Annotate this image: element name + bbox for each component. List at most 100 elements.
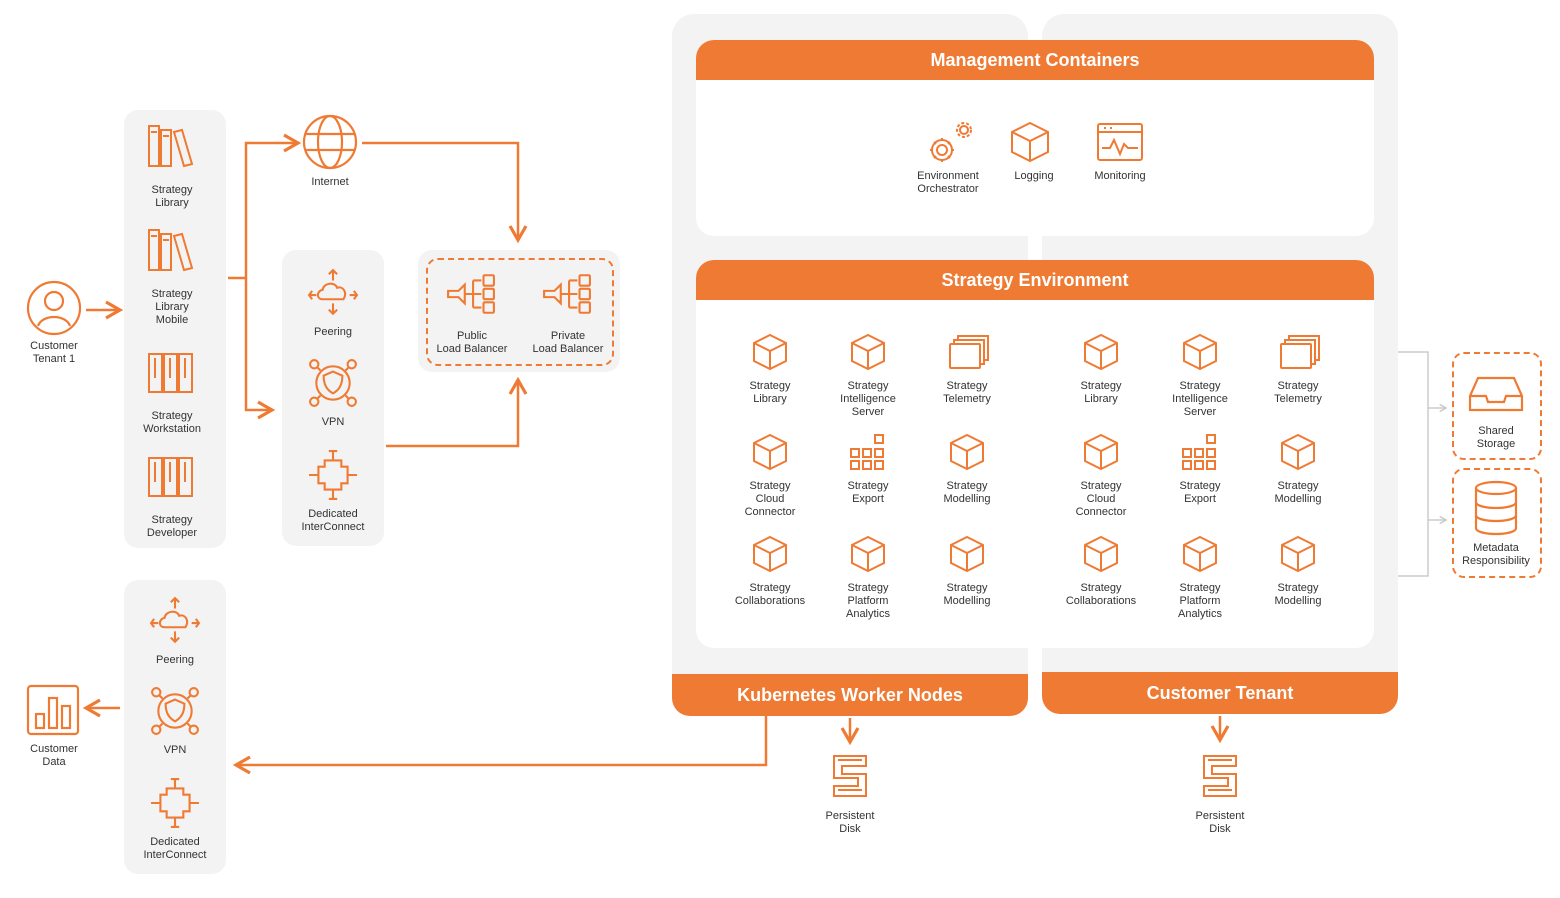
books-icon bbox=[148, 125, 194, 168]
user-icon bbox=[26, 280, 82, 336]
cloud-peering-icon bbox=[149, 596, 201, 644]
strategy-service-label: Strategy Library bbox=[1080, 380, 1122, 405]
network-label: VPN bbox=[321, 416, 345, 428]
cube-icon bbox=[851, 333, 885, 371]
cube-icon bbox=[1281, 535, 1315, 573]
arrow-to-internet bbox=[244, 133, 302, 278]
monitoring-icon bbox=[1097, 123, 1143, 161]
strategy-service-label: Strategy Telemetry bbox=[943, 380, 991, 405]
customer-tenant-1-label: Customer Tenant 1 bbox=[30, 340, 78, 365]
strategy-service-label: Strategy Library bbox=[749, 380, 791, 405]
cube-icon bbox=[1183, 535, 1217, 573]
stack-icon bbox=[1280, 335, 1320, 369]
load-balancer-icon bbox=[543, 274, 591, 314]
storage-label: Shared Storage bbox=[1476, 425, 1516, 450]
strategy-service-label: Strategy Intelligence Server bbox=[840, 380, 896, 418]
strategy-service-label: Strategy Intelligence Server bbox=[1172, 380, 1228, 418]
cube-icon bbox=[753, 333, 787, 371]
cube-icon bbox=[1084, 433, 1118, 471]
strategy-service-label: Strategy Export bbox=[847, 480, 889, 505]
strategy-service-label: Strategy Collaborations bbox=[1065, 582, 1137, 607]
tray-icon bbox=[1468, 376, 1524, 412]
client-tool-label: Strategy Developer bbox=[146, 514, 198, 539]
load-balancer-icon bbox=[447, 274, 495, 314]
network-label: Dedicated InterConnect bbox=[143, 836, 207, 861]
vpn-icon bbox=[309, 359, 357, 407]
globe-icon bbox=[302, 114, 358, 170]
database-icon bbox=[1474, 480, 1518, 536]
strategy-service-label: Strategy Collaborations bbox=[734, 582, 806, 607]
strategy-service-label: Strategy Platform Analytics bbox=[1177, 582, 1223, 620]
client-tool-label: Strategy Library bbox=[151, 184, 193, 209]
arrow-k8s-to-network bbox=[232, 716, 768, 775]
interconnect-icon bbox=[309, 450, 357, 500]
storage-label: Metadata Responsibility bbox=[1462, 542, 1530, 567]
load-balancer-panel bbox=[418, 250, 620, 372]
bar-chart-icon bbox=[26, 684, 80, 736]
logging-icon bbox=[1011, 121, 1049, 163]
customer-tenant-1 bbox=[26, 280, 82, 341]
binders-icon bbox=[148, 457, 193, 497]
arrow-internet-to-lb bbox=[362, 141, 528, 244]
strategy-service-label: Strategy Modelling bbox=[943, 582, 991, 607]
books-icon bbox=[148, 229, 194, 272]
disk-icon bbox=[1203, 755, 1237, 797]
cloud-peering-icon bbox=[307, 268, 359, 316]
metadata-group bbox=[1452, 468, 1542, 578]
cube-icon bbox=[753, 535, 787, 573]
internet-node bbox=[302, 114, 358, 175]
customer-tenant-bar: Customer Tenant bbox=[1042, 672, 1398, 714]
cube-icon bbox=[851, 535, 885, 573]
grid-icon bbox=[1182, 434, 1216, 470]
kubernetes-worker-nodes-bar: Kubernetes Worker Nodes bbox=[672, 674, 1028, 716]
cube-icon bbox=[1281, 433, 1315, 471]
strategy-service-label: Strategy Modelling bbox=[1274, 582, 1322, 607]
network-label: Dedicated InterConnect bbox=[301, 508, 365, 533]
management-containers-title: Management Containers bbox=[696, 40, 1374, 80]
strategy-service-label: Strategy Modelling bbox=[1274, 480, 1322, 505]
management-item-label: Monitoring bbox=[1094, 170, 1146, 182]
strategy-service-label: Strategy Cloud Connector bbox=[744, 480, 796, 518]
load-balancer-label: Public Load Balancer bbox=[436, 330, 508, 355]
shared-storage-group bbox=[1452, 352, 1542, 460]
client-tool-label: Strategy Library Mobile bbox=[151, 288, 193, 326]
strategy-service-label: Strategy Modelling bbox=[943, 480, 991, 505]
internet-label: Internet bbox=[311, 176, 349, 188]
stack-icon bbox=[949, 335, 989, 369]
gear-icon bbox=[930, 122, 972, 162]
cube-icon bbox=[950, 433, 984, 471]
strategy-service-label: Strategy Export bbox=[1179, 480, 1221, 505]
vpn-icon bbox=[151, 687, 199, 735]
cube-icon bbox=[950, 535, 984, 573]
network-label: VPN bbox=[163, 744, 187, 756]
strategy-service-label: Strategy Telemetry bbox=[1274, 380, 1322, 405]
client-tools-panel bbox=[124, 110, 226, 548]
strategy-environment-title: Strategy Environment bbox=[696, 260, 1374, 300]
cube-icon bbox=[1183, 333, 1217, 371]
cube-icon bbox=[753, 433, 787, 471]
strategy-service-label: Strategy Platform Analytics bbox=[845, 582, 891, 620]
interconnect-icon bbox=[151, 778, 199, 828]
customer-data-label: Customer Data bbox=[30, 743, 78, 768]
management-item-label: Logging bbox=[1014, 170, 1054, 182]
network-label: Peering bbox=[156, 654, 194, 666]
load-balancer-group bbox=[426, 258, 614, 366]
load-balancer-label: Private Load Balancer bbox=[532, 330, 604, 355]
cube-icon bbox=[1084, 333, 1118, 371]
grid-icon bbox=[850, 434, 884, 470]
client-tool-label: Strategy Workstation bbox=[143, 410, 201, 435]
persistent-disk-label: Persistent Disk bbox=[1195, 810, 1245, 835]
network-label: Peering bbox=[314, 326, 352, 338]
strategy-service-label: Strategy Cloud Connector bbox=[1075, 480, 1127, 518]
arrow-network-to-lb bbox=[386, 376, 528, 448]
customer-data-node bbox=[26, 684, 80, 741]
persistent-disk-label: Persistent Disk bbox=[825, 810, 875, 835]
storage-bracket bbox=[1398, 351, 1429, 577]
management-item-label: Environment Orchestrator bbox=[917, 170, 979, 195]
disk-icon bbox=[833, 755, 867, 797]
arrow-to-network bbox=[244, 278, 276, 420]
binders-icon bbox=[148, 353, 193, 393]
cube-icon bbox=[1084, 535, 1118, 573]
strategy-environment-box bbox=[696, 260, 1374, 648]
